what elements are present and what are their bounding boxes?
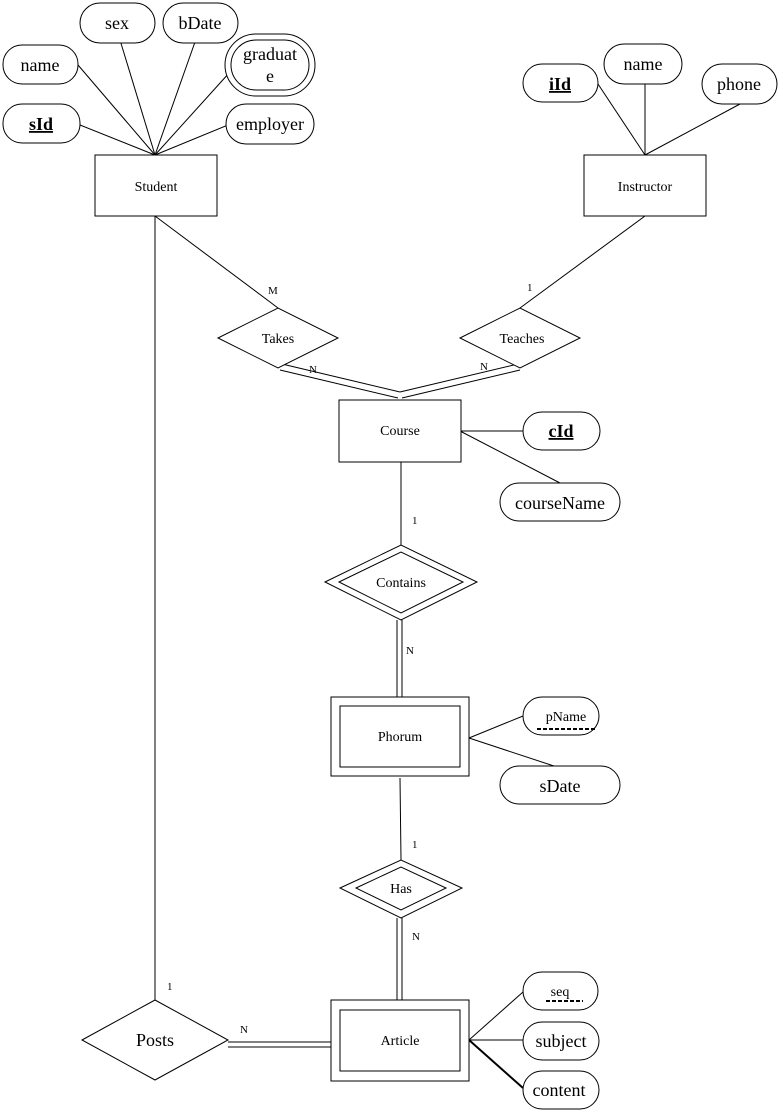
cardinality-phorum-has: 1 bbox=[412, 839, 418, 851]
relationship-posts: Posts bbox=[80, 999, 230, 1081]
edge-teaches-course-b bbox=[401, 369, 521, 399]
cardinality-has-article: N bbox=[412, 931, 420, 943]
entity-label: Instructor bbox=[618, 180, 673, 195]
entity-article: Article bbox=[330, 999, 470, 1082]
cardinality-teaches-course: N bbox=[480, 361, 488, 373]
relationship-takes: Takes bbox=[216, 307, 340, 369]
cardinality-contains-phorum: N bbox=[406, 645, 414, 657]
entity-label: Article bbox=[381, 1034, 420, 1049]
relationship-teaches: Teaches bbox=[458, 307, 582, 369]
attribute-label: sex bbox=[105, 13, 129, 33]
relationship-contains: Contains bbox=[323, 544, 479, 621]
attribute-key-label: iId bbox=[549, 74, 571, 94]
attribute-label: bDate bbox=[179, 13, 222, 33]
attribute-article-subject: subject bbox=[522, 1021, 600, 1061]
edge-article-content bbox=[468, 1039, 524, 1089]
edge-student-sex bbox=[119, 39, 156, 156]
entity-student: Student bbox=[94, 154, 218, 217]
attribute-phorum-sdate: sDate bbox=[499, 765, 621, 805]
attribute-label-line-1: graduat bbox=[243, 44, 297, 64]
edge-student-bdate bbox=[154, 41, 196, 156]
edge-teaches-course-a bbox=[399, 363, 519, 393]
attribute-student-graduate: graduat e bbox=[224, 33, 316, 97]
attribute-course-cid: cId bbox=[522, 411, 601, 451]
attribute-label: name bbox=[624, 54, 663, 74]
attribute-phorum-pname: pName bbox=[522, 696, 600, 736]
attribute-student-sid: sId bbox=[2, 103, 81, 144]
attribute-label: name bbox=[21, 55, 60, 75]
attribute-label: content bbox=[533, 1080, 586, 1100]
edge-takes-course-a bbox=[281, 363, 401, 393]
attribute-label: phone bbox=[717, 74, 761, 94]
edge-phorum-sdate bbox=[468, 737, 561, 769]
edge-instructor-iid bbox=[597, 83, 646, 156]
attribute-course-coursename: courseName bbox=[499, 482, 621, 522]
edge-article-seq bbox=[468, 991, 524, 1041]
edge-takes-course-b bbox=[279, 369, 399, 399]
cardinality-student-takes: M bbox=[268, 285, 278, 297]
relationship-label: Contains bbox=[376, 576, 426, 591]
cardinality-labels: M N N 1 1 N 1 N 1 N bbox=[167, 282, 533, 1036]
relationship-label: Teaches bbox=[500, 332, 545, 347]
cardinality-course-contains: 1 bbox=[412, 515, 418, 527]
attribute-instructor-iid: iId bbox=[522, 63, 599, 103]
edge-instructor-teaches bbox=[519, 215, 646, 309]
attribute-label: employer bbox=[236, 114, 304, 134]
cardinality-student-posts: 1 bbox=[167, 981, 173, 993]
entity-label: Course bbox=[380, 424, 420, 439]
entity-instructor: Instructor bbox=[583, 154, 707, 217]
attribute-label: subject bbox=[536, 1031, 587, 1051]
edge-student-employer bbox=[154, 124, 229, 156]
edge-phorum-pname bbox=[468, 715, 524, 739]
relationship-label: Posts bbox=[136, 1030, 174, 1050]
entity-phorum: Phorum bbox=[330, 696, 470, 777]
edge-course-coursename bbox=[459, 430, 561, 484]
edge-instructor-phone bbox=[644, 103, 741, 156]
connector-lines bbox=[77, 39, 741, 1089]
relationship-label: Takes bbox=[262, 332, 294, 347]
attribute-key-label: cId bbox=[548, 421, 573, 441]
attribute-instructor-phone: phone bbox=[701, 63, 778, 105]
attribute-key-label: sId bbox=[29, 114, 53, 134]
attribute-student-sex: sex bbox=[79, 2, 156, 44]
edge-student-takes bbox=[154, 215, 279, 309]
attribute-student-employer: employer bbox=[225, 103, 315, 145]
attribute-article-seq: seq bbox=[522, 971, 599, 1011]
edge-student-sid bbox=[79, 124, 156, 156]
relationship-label: Has bbox=[390, 882, 412, 897]
attribute-student-bdate: bDate bbox=[162, 2, 239, 44]
attribute-label: courseName bbox=[515, 493, 605, 513]
relationship-has: Has bbox=[338, 859, 464, 919]
entity-course: Course bbox=[338, 399, 462, 463]
edge-phorum-has bbox=[399, 777, 402, 861]
entity-label: Phorum bbox=[378, 730, 422, 745]
attribute-partial-key-label: seq bbox=[551, 985, 570, 1000]
entity-label: Student bbox=[135, 180, 178, 195]
attribute-label-line-2: e bbox=[266, 66, 274, 86]
cardinality-instructor-teaches: 1 bbox=[527, 282, 533, 294]
edge-student-graduate bbox=[154, 71, 231, 156]
attribute-article-content: content bbox=[522, 1070, 600, 1110]
cardinality-posts-article: N bbox=[240, 1024, 248, 1036]
attribute-partial-key-label: pName bbox=[546, 710, 586, 725]
attribute-label: sDate bbox=[540, 776, 581, 796]
cardinality-takes-course: N bbox=[309, 364, 317, 376]
edge-student-name bbox=[77, 64, 156, 156]
attribute-student-name: name bbox=[2, 44, 79, 85]
attribute-instructor-name: name bbox=[603, 43, 683, 85]
